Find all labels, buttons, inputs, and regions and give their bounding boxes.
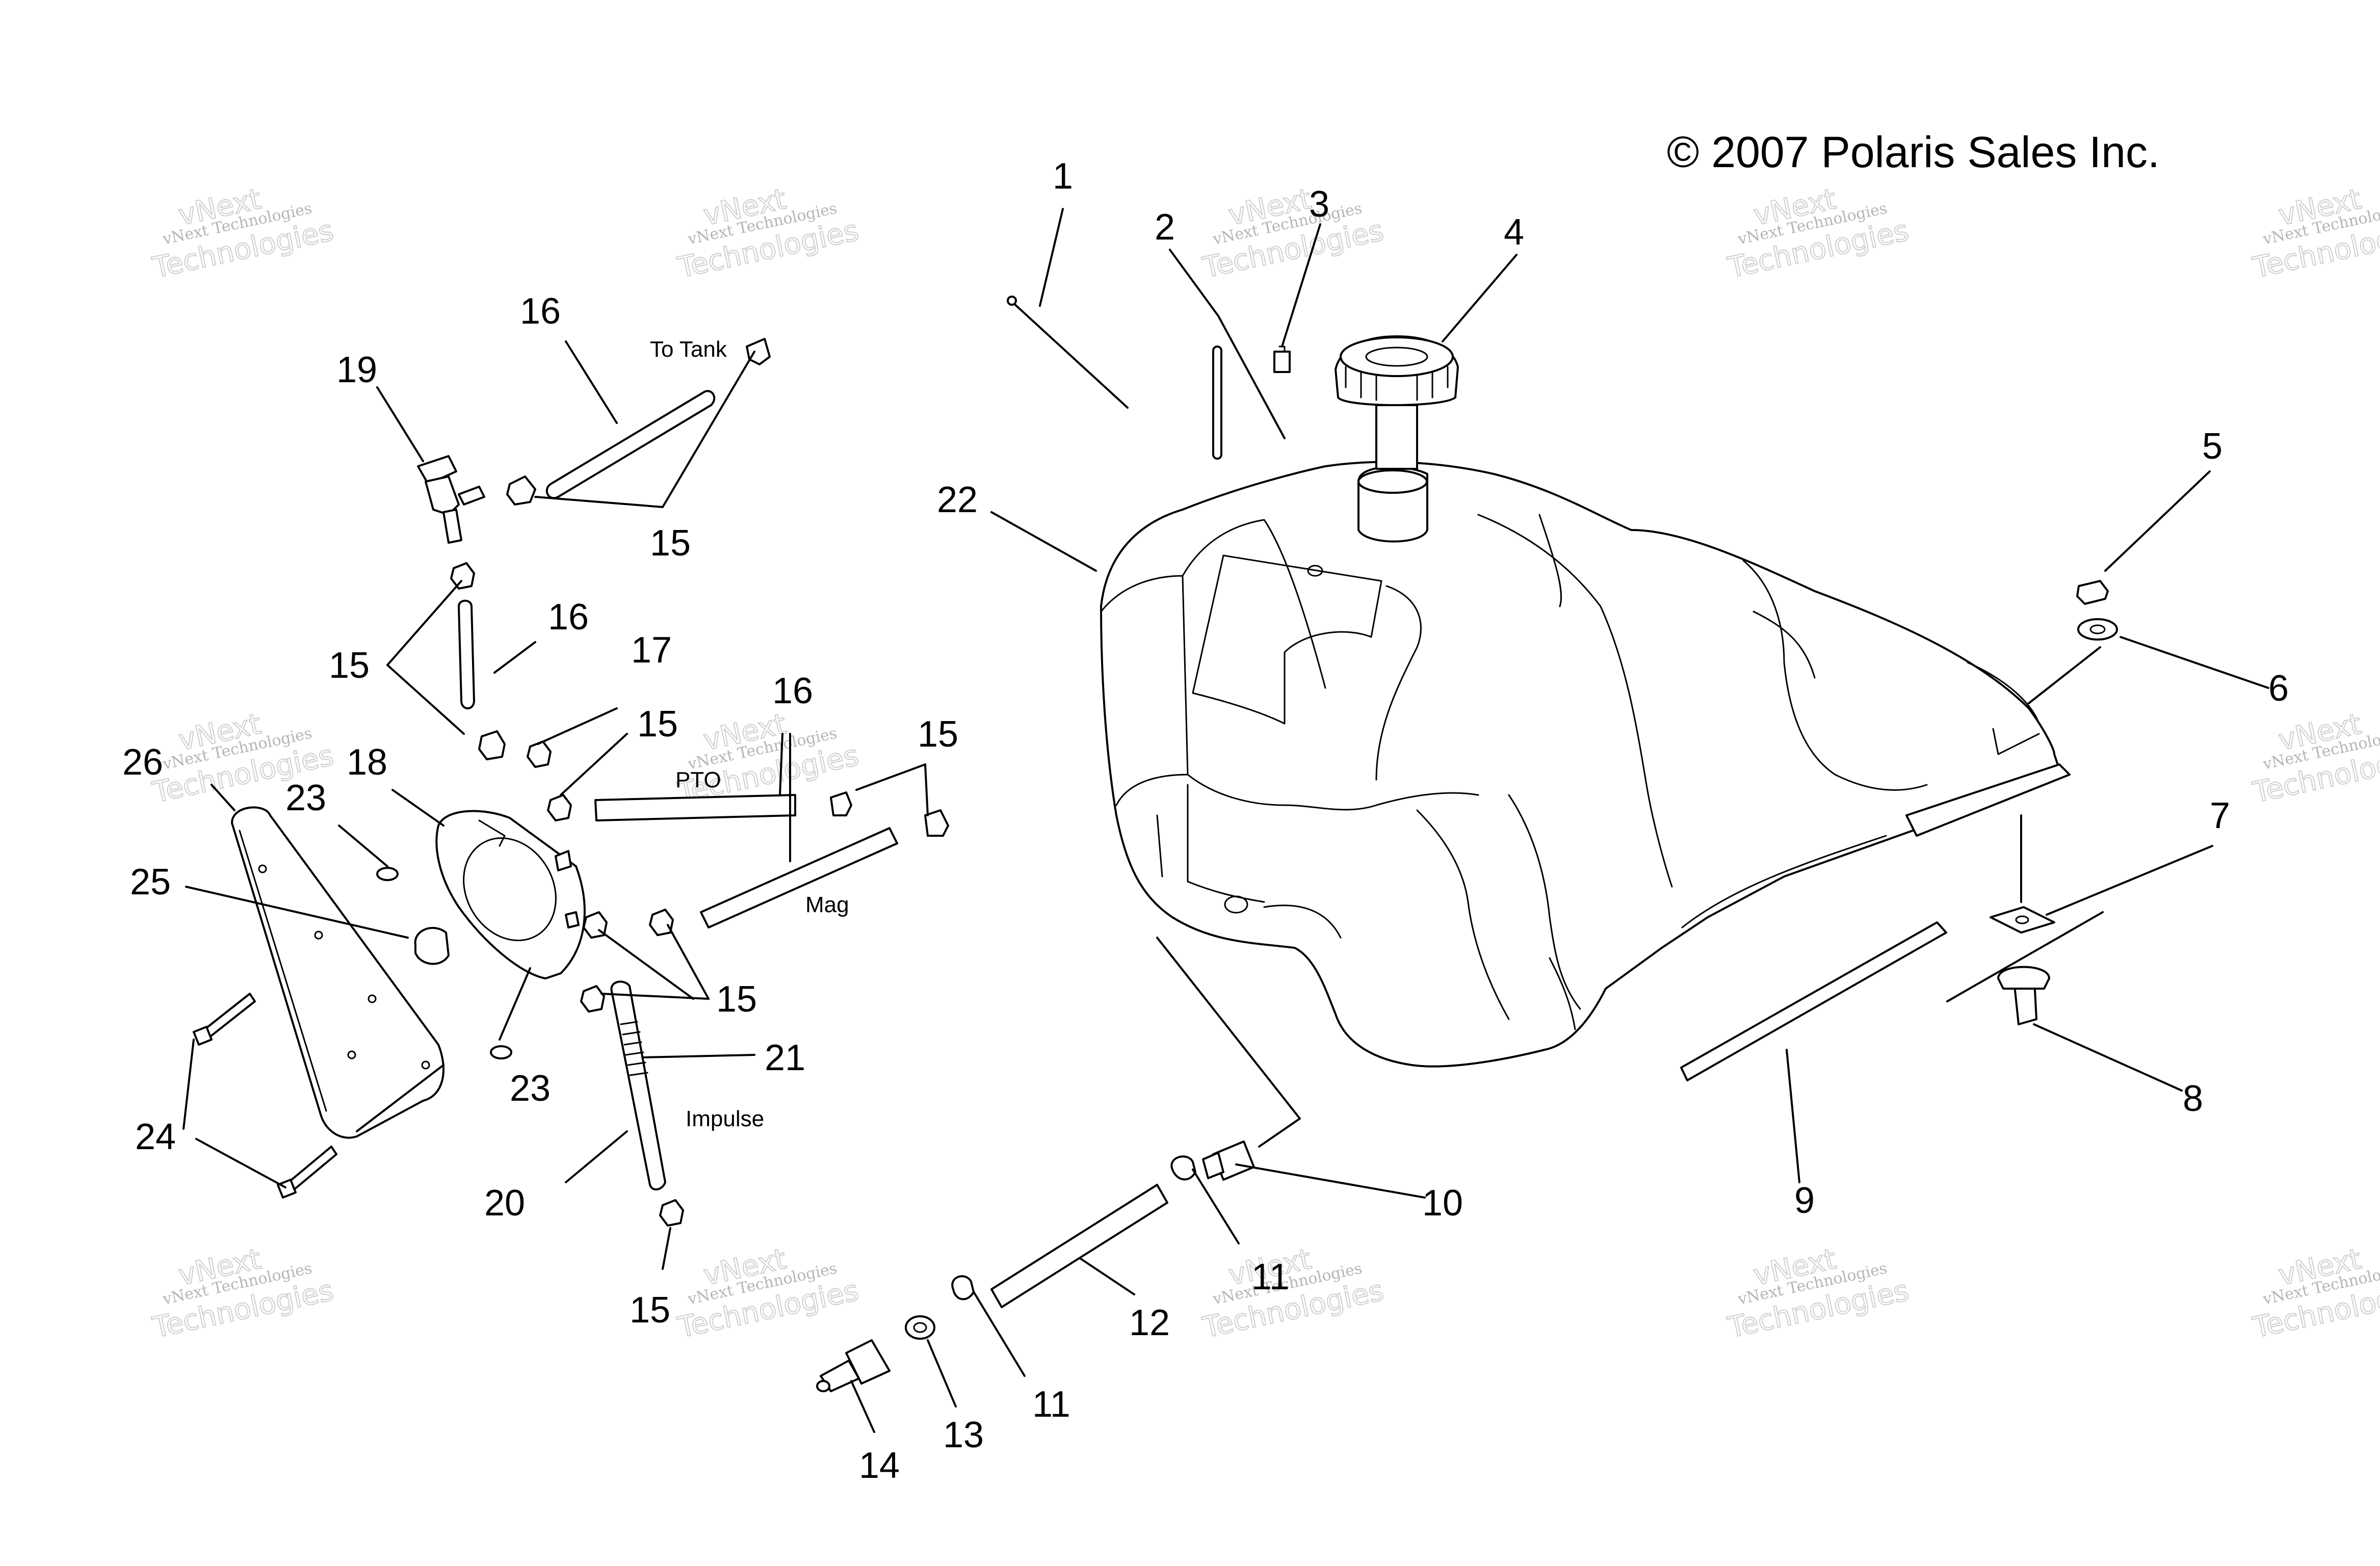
hose-clamps-icon <box>450 338 949 1227</box>
mounting-bracket-icon <box>231 806 444 1139</box>
callout-16c: 16 <box>772 671 813 711</box>
tank-strap-rod-icon <box>1007 296 1129 409</box>
callout-11b: 11 <box>1032 1384 1070 1425</box>
callout-15d: 15 <box>918 714 958 755</box>
callout-17: 17 <box>631 630 672 671</box>
callout-2: 2 <box>1155 207 1175 248</box>
fuel-tank-icon <box>1100 461 2071 1068</box>
callout-11a: 11 <box>1251 1257 1290 1297</box>
callout-1: 1 <box>1053 156 1073 197</box>
callout-23a: 23 <box>285 778 326 818</box>
callout-24: 24 <box>135 1117 176 1157</box>
callout-16b: 16 <box>548 597 589 638</box>
callout-19: 19 <box>336 350 377 390</box>
callout-5: 5 <box>2202 426 2222 467</box>
note-mag: Mag <box>805 892 849 917</box>
callout-15f: 15 <box>630 1290 670 1331</box>
callout-23b: 23 <box>510 1068 551 1109</box>
hoses-icon <box>458 390 898 1190</box>
callout-labels: 1 2 3 4 5 6 7 8 9 10 11 11 12 13 14 15 1… <box>122 156 2289 1486</box>
callout-14: 14 <box>859 1445 900 1486</box>
bracket-hardware-icon <box>1680 906 2055 1081</box>
callout-22: 22 <box>937 480 978 520</box>
note-to-tank: To Tank <box>650 337 727 362</box>
leader-lines <box>182 208 2269 1433</box>
callout-9: 9 <box>1794 1180 1815 1221</box>
nut-washer-icon <box>2076 580 2118 641</box>
callout-15e: 15 <box>716 979 757 1020</box>
callout-15c: 15 <box>637 704 678 745</box>
callout-18: 18 <box>347 742 387 783</box>
bolts-icon <box>193 867 512 1199</box>
callout-15b: 15 <box>329 645 370 686</box>
callout-16a: 16 <box>520 291 561 332</box>
lower-fuel-line-icon <box>816 1140 1255 1392</box>
note-impulse: Impulse <box>686 1106 764 1131</box>
fuel-valve-icon <box>417 455 485 544</box>
fuel-pump-icon <box>435 810 586 979</box>
callout-20: 20 <box>484 1183 525 1224</box>
callout-15a: 15 <box>650 523 691 564</box>
callout-6: 6 <box>2268 668 2289 709</box>
callout-3: 3 <box>1309 184 1329 225</box>
callout-10: 10 <box>1422 1183 1463 1224</box>
note-pto: PTO <box>675 767 721 792</box>
callout-7: 7 <box>2210 795 2230 836</box>
callout-13: 13 <box>943 1415 984 1455</box>
copyright-text: © 2007 Polaris Sales Inc. <box>1667 128 2160 177</box>
callout-21: 21 <box>765 1038 805 1078</box>
callout-8: 8 <box>2183 1078 2203 1119</box>
vent-tube-icon <box>1212 346 1291 460</box>
callout-26: 26 <box>122 742 163 783</box>
fuel-cap-icon <box>1335 335 1459 470</box>
callout-25: 25 <box>130 862 171 903</box>
callout-12: 12 <box>1129 1303 1170 1343</box>
callout-4: 4 <box>1504 212 1524 253</box>
